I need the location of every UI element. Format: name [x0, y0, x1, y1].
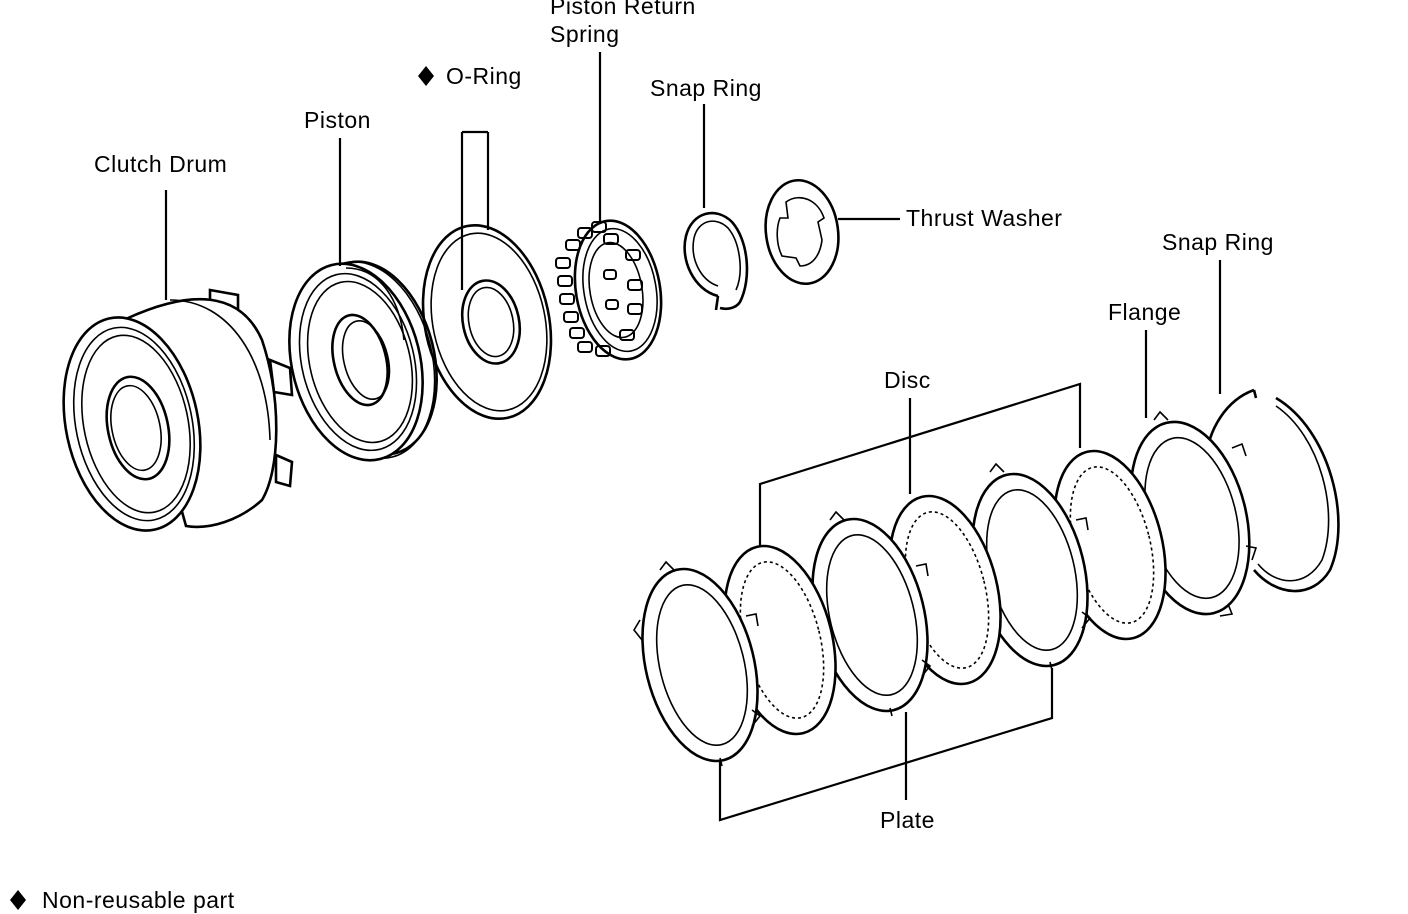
- clutch-pack-part: [633, 388, 1340, 767]
- label-piston-return-spring-line2: Spring: [550, 21, 619, 47]
- legend: Non-reusable part: [10, 887, 235, 913]
- label-thrust-washer: Thrust Washer: [906, 205, 1062, 231]
- label-o-ring: O-Ring: [446, 63, 522, 89]
- plate-1-shape: [633, 560, 762, 767]
- label-flange: Flange: [1108, 299, 1181, 325]
- diamond-icon: [418, 66, 434, 86]
- label-piston-return-spring-line1: Piston Return: [550, 0, 696, 19]
- callout-labels: Clutch Drum Piston O-Ring Piston Return …: [94, 0, 1274, 833]
- piston-return-spring-part: [555, 219, 663, 361]
- label-piston: Piston: [304, 107, 371, 133]
- o-ring-part: [421, 223, 553, 421]
- label-snap-ring-lower: Snap Ring: [1162, 229, 1274, 255]
- piston-part: [288, 260, 438, 462]
- label-plate: Plate: [880, 807, 935, 833]
- snap-ring-upper-part: [683, 211, 749, 311]
- clutch-drum-part: [62, 288, 294, 532]
- label-clutch-drum: Clutch Drum: [94, 151, 227, 177]
- snap-ring-lower-shape: [1253, 396, 1340, 593]
- diamond-icon: [10, 890, 26, 910]
- legend-text: Non-reusable part: [42, 887, 235, 913]
- label-snap-ring-upper: Snap Ring: [650, 75, 762, 101]
- leader-lines: [164, 52, 1222, 822]
- thrust-washer-part: [764, 178, 840, 286]
- label-disc: Disc: [884, 367, 931, 393]
